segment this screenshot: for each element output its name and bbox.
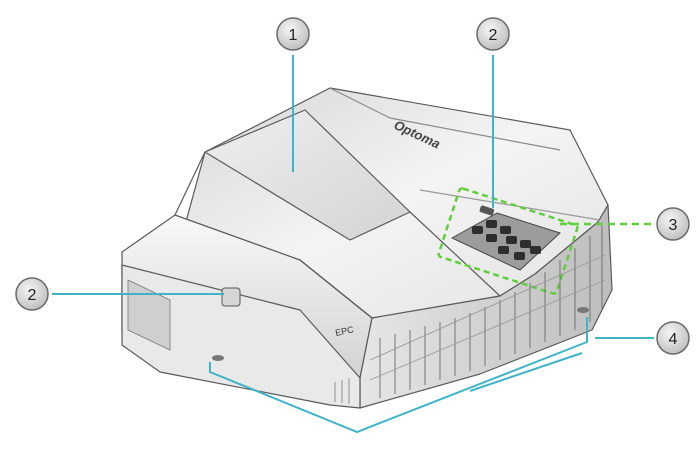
ridge-line xyxy=(409,211,501,297)
keypad-button xyxy=(506,236,517,244)
leader-lines xyxy=(52,55,654,434)
keypad-button xyxy=(486,220,497,228)
vent-grille xyxy=(369,226,606,398)
vent-row xyxy=(369,279,606,381)
keypad-button xyxy=(472,226,483,234)
keypad-button xyxy=(486,234,497,242)
callout-number: 4 xyxy=(669,331,678,348)
callout-number: 3 xyxy=(669,217,678,234)
vent-row xyxy=(369,254,606,361)
foot-side-right xyxy=(577,307,589,313)
callout-badge xyxy=(476,17,510,51)
bracket-4 xyxy=(209,317,588,434)
callout-number: 1 xyxy=(289,27,298,44)
ridge-line xyxy=(174,151,206,216)
callout-2-top: 2 xyxy=(476,17,510,51)
callout-number: 2 xyxy=(489,27,498,44)
front-grille xyxy=(334,378,350,404)
keypad-button xyxy=(520,240,531,248)
callout-2-front: 2 xyxy=(15,277,49,311)
callout-3: 3 xyxy=(656,207,690,241)
keypad-button xyxy=(530,246,541,254)
foot-front-left xyxy=(212,355,224,361)
ir-receiver-front xyxy=(221,287,241,307)
callout-1: 1 xyxy=(276,17,310,51)
keypad-highlight xyxy=(437,187,579,295)
callout-badge xyxy=(656,207,690,241)
keypad xyxy=(450,212,561,271)
callout-4: 4 xyxy=(656,321,690,355)
ridge-line xyxy=(329,87,561,151)
ridge-line xyxy=(419,189,601,221)
callout-badge xyxy=(276,17,310,51)
keypad-button xyxy=(498,246,509,254)
callout-badge xyxy=(656,321,690,355)
callout-number: 2 xyxy=(28,287,37,304)
leader-line-4 xyxy=(469,352,583,392)
front-face xyxy=(121,264,361,409)
ridge-line xyxy=(299,259,373,319)
callout-badge xyxy=(15,277,49,311)
keypad-button xyxy=(500,226,511,234)
lens-text: EPC xyxy=(334,324,355,338)
ir-receiver-top xyxy=(479,205,495,216)
keypad-button xyxy=(514,252,525,260)
